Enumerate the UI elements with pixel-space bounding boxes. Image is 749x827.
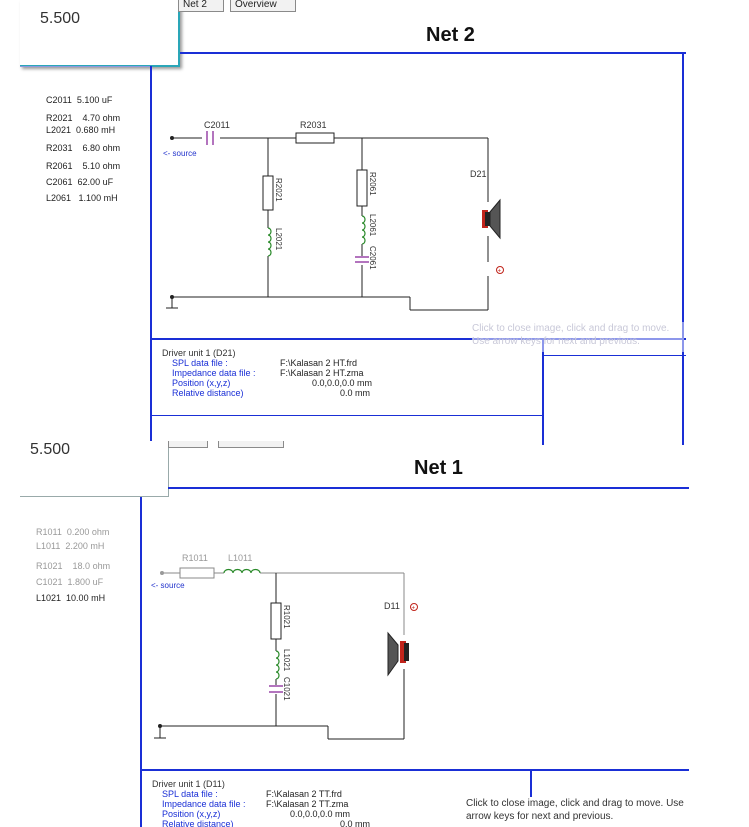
net2-window: 5.500 Net 2 Overview Net 2 C2011 5.100 u… bbox=[20, 0, 686, 446]
frame-line bbox=[152, 338, 686, 340]
driver-row: Position (x,y,z)0.0,0.0,0.0 mm bbox=[162, 809, 351, 819]
component-row: R2031 6.80 ohm bbox=[46, 143, 121, 153]
component-row: L1021 10.00 mH bbox=[36, 593, 106, 603]
label-d21: D21 bbox=[470, 169, 487, 179]
page-title: Net 2 bbox=[426, 24, 475, 46]
tab-net2[interactable]: Net 2 bbox=[178, 0, 224, 12]
tab-fragment[interactable] bbox=[218, 441, 284, 448]
tab-fragment[interactable] bbox=[168, 441, 208, 448]
component-row: R1011 0.200 ohm bbox=[36, 527, 110, 537]
label-l1011: L1011 bbox=[228, 553, 252, 563]
frame-line bbox=[152, 415, 542, 416]
driver-row: Position (x,y,z)0.0,0.0,0.0 mm bbox=[172, 378, 373, 388]
frame-line bbox=[180, 52, 686, 54]
net1-window: 5.500 Net 1 R1011 0.200 ohm L1011 2.200 … bbox=[0, 441, 749, 827]
frame-line bbox=[168, 487, 689, 489]
schematic-net1: <- source R1011 L1011 R1021 L1021 C1021 … bbox=[151, 553, 418, 740]
tooltip-line: Click to close image, click and drag to … bbox=[466, 798, 684, 809]
value-box: 5.500 bbox=[20, 0, 180, 67]
label-c2011: C2011 bbox=[204, 120, 230, 130]
tab-overview[interactable]: Overview bbox=[230, 0, 296, 12]
svg-text:+: + bbox=[498, 269, 502, 275]
label-l2021: L2021 bbox=[274, 228, 283, 251]
driver-row: Impedance data file :F:\Kalasan 2 HT.zma bbox=[172, 368, 364, 378]
frame-line bbox=[20, 66, 150, 67]
image-tooltip[interactable]: Click to close image, click and drag to … bbox=[472, 322, 684, 352]
component-row: C2061 62.00 uF bbox=[46, 177, 114, 187]
page-title: Net 1 bbox=[414, 457, 463, 479]
speaker-icon bbox=[482, 198, 501, 240]
component-row: L1011 2.200 mH bbox=[36, 541, 105, 551]
component-row: L2061 1.100 mH bbox=[46, 193, 118, 203]
label-c2061: C2061 bbox=[368, 246, 377, 270]
label-l1021: L1021 bbox=[282, 649, 291, 672]
driver-title: Driver unit 1 (D11) bbox=[152, 779, 225, 789]
driver-info: Driver unit 1 (D21) SPL data file :F:\Ka… bbox=[162, 348, 372, 398]
component-row: R2061 5.10 ohm bbox=[46, 161, 121, 171]
component-row: R2021 4.70 ohm bbox=[46, 113, 121, 123]
svg-text:+: + bbox=[412, 606, 416, 612]
label-r1021: R1021 bbox=[282, 605, 291, 629]
value-display: 5.500 bbox=[40, 10, 81, 27]
value-display: 5.500 bbox=[30, 441, 71, 458]
component-row: C2011 5.100 uF bbox=[46, 95, 113, 105]
driver-row: Impedance data file :F:\Kalasan 2 TT.zma bbox=[162, 799, 349, 809]
schematic-net2: <- source C2011 R2031 R2021 L2021 R2061 … bbox=[163, 120, 504, 311]
component-row: R1021 18.0 ohm bbox=[36, 561, 111, 571]
label-r2021: R2021 bbox=[274, 178, 283, 202]
driver-info: Driver unit 1 (D11) SPL data file :F:\Ka… bbox=[152, 779, 370, 827]
frame-line bbox=[544, 355, 686, 356]
driver-row: SPL data file :F:\Kalasan 2 TT.frd bbox=[162, 789, 342, 799]
label-r2061: R2061 bbox=[368, 172, 377, 196]
frame-line bbox=[142, 769, 689, 771]
component-list: C2011 5.100 uF R2021 4.70 ohm L2021 0.68… bbox=[46, 91, 120, 207]
label-r1011: R1011 bbox=[182, 553, 208, 563]
component-row: C1021 1.800 uF bbox=[36, 577, 104, 587]
value-box: 5.500 bbox=[20, 441, 169, 497]
source-label: <- source bbox=[151, 581, 185, 590]
component-list: R1011 0.200 ohm L1011 2.200 mH R1021 18.… bbox=[36, 523, 110, 607]
source-label: <- source bbox=[163, 149, 197, 158]
driver-row: Relative distance)0.0 mm bbox=[172, 388, 371, 398]
driver-row: Relative distance)0.0 mm bbox=[162, 819, 371, 827]
driver-row: SPL data file :F:\Kalasan 2 HT.frd bbox=[172, 358, 358, 368]
frame-line bbox=[150, 66, 152, 446]
frame-line bbox=[542, 340, 544, 445]
frame-line bbox=[682, 52, 684, 445]
tooltip-line: arrow keys for next and previous. bbox=[466, 811, 614, 822]
speaker-icon bbox=[387, 631, 409, 677]
component-row: L2021 0.680 mH bbox=[46, 125, 116, 135]
label-l2061: L2061 bbox=[368, 214, 377, 237]
label-c1021: C1021 bbox=[282, 677, 291, 701]
label-d11: D11 bbox=[384, 601, 400, 611]
label-r2031: R2031 bbox=[300, 120, 327, 130]
image-tooltip[interactable]: Click to close image, click and drag to … bbox=[466, 797, 688, 827]
frame-line bbox=[140, 497, 142, 827]
driver-title: Driver unit 1 (D21) bbox=[162, 348, 236, 358]
